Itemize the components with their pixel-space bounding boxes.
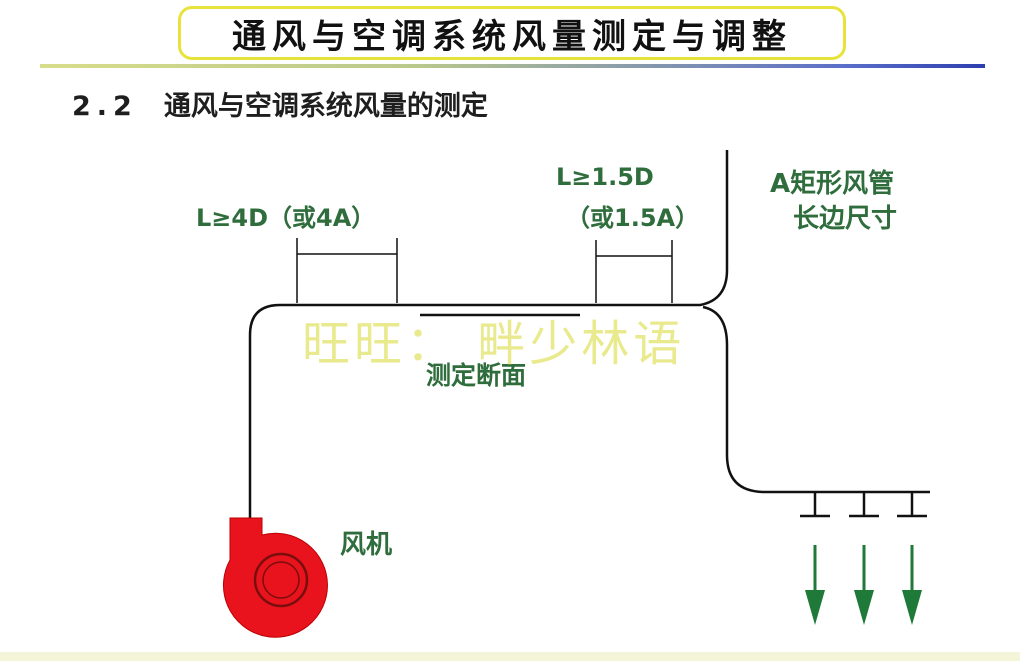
slide-title: 通风与空调系统风量测定与调整 (178, 6, 846, 60)
watermark: 旺旺： 畔少林语 (302, 316, 686, 372)
down-arrow-icon (805, 545, 825, 625)
upstream-condition-label: L≥4D（或4A） (196, 204, 376, 232)
down-arrow-icon (902, 545, 922, 625)
upstream-dimension (296, 238, 398, 303)
duct-outline-lower (702, 305, 930, 494)
rect-duct-label-line2: 长边尺寸 (793, 204, 898, 234)
outlet-1 (800, 492, 830, 518)
section-title: 通风与空调系统风量的测定 (163, 91, 488, 122)
centrifugal-fan-icon (223, 517, 328, 638)
downstream-condition-label-line1: L≥1.5D (556, 163, 654, 191)
outlet-2 (849, 492, 879, 518)
section-number: 2.2 (72, 91, 138, 122)
title-divider (40, 64, 985, 68)
downstream-condition-label-line2: （或1.5A） (566, 204, 700, 232)
duct-outline (248, 150, 729, 520)
fan-label: 风机 (340, 530, 393, 560)
measure-section-label: 测定断面 (426, 361, 527, 390)
down-arrow-icon (854, 545, 874, 625)
rect-duct-label-line1: A矩形风管 (770, 169, 895, 199)
section-heading: 2.2 通风与空调系统风量的测定 (72, 84, 488, 123)
outlet-3 (897, 492, 927, 518)
bottom-strip (0, 652, 1020, 661)
downstream-dimension (595, 240, 673, 303)
